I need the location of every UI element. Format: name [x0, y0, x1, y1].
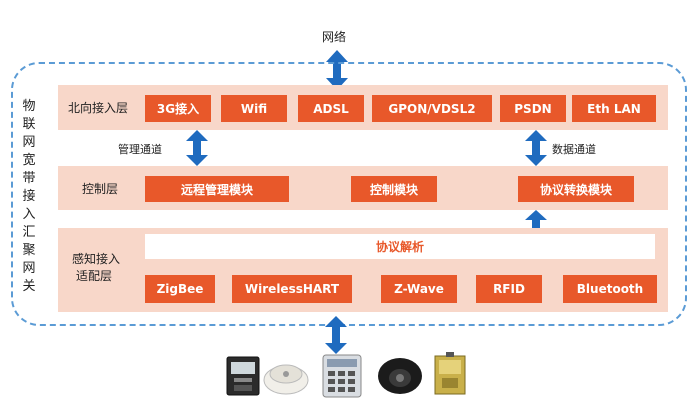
control-chip-control-module: 控制模块 — [351, 176, 437, 202]
north-access-layer: 北向接入层 3G接入 Wifi ADSL GPON/VDSL2 PSDN Eth… — [58, 85, 668, 130]
control-layer: 控制层 远程管理模块 控制模块 协议转换模块 — [58, 166, 668, 210]
north-chip-psdn: PSDN — [500, 95, 566, 122]
sensing-chip-rfid: RFID — [476, 275, 542, 303]
sensing-chip-bluetooth: Bluetooth — [563, 275, 657, 303]
network-arrow-icon — [326, 50, 348, 90]
sensing-layer-label-line2: 适配层 — [76, 269, 113, 283]
data-channel-label: 数据通道 — [552, 143, 596, 156]
surveillance-camera-icon — [378, 358, 422, 394]
control-chip-protocol-conversion: 协议转换模块 — [518, 176, 634, 202]
sensing-chip-zigbee: ZigBee — [145, 275, 215, 303]
control-layer-label: 控制层 — [82, 182, 119, 196]
electric-meter-icon — [226, 356, 260, 396]
sensing-layer-label-line1: 感知接入 — [72, 252, 121, 266]
network-label: 网络 — [322, 30, 347, 44]
north-chip-eth-lan: Eth LAN — [572, 95, 656, 122]
sensor-module-icon — [434, 352, 466, 395]
sensing-chip-z-wave: Z-Wave — [381, 275, 457, 303]
gateway-frame — [11, 62, 687, 326]
control-chip-remote-management: 远程管理模块 — [145, 176, 289, 202]
north-chip-wifi: Wifi — [221, 95, 287, 122]
north-layer-label: 北向接入层 — [68, 101, 129, 115]
data-arrow-top-icon — [525, 130, 547, 166]
keypad-access-control-icon — [322, 354, 362, 398]
north-chip-gpon: GPON/VDSL2 — [372, 95, 492, 122]
management-channel-label: 管理通道 — [118, 143, 162, 156]
management-arrow-icon — [186, 130, 208, 166]
protocol-parsing-bar: 协议解析 — [145, 234, 655, 259]
smoke-detector-icon — [263, 364, 309, 395]
north-chip-3g: 3G接入 — [145, 95, 211, 122]
sensing-chip-wirelesshart: WirelessHART — [232, 275, 352, 303]
gateway-title: 物联网宽带接入汇聚网关 — [22, 99, 36, 294]
sensing-access-layer: 感知接入 适配层 协议解析 ZigBee WirelessHART Z-Wave… — [58, 228, 668, 312]
north-chip-adsl: ADSL — [298, 95, 364, 122]
device-arrow-icon — [325, 316, 347, 354]
